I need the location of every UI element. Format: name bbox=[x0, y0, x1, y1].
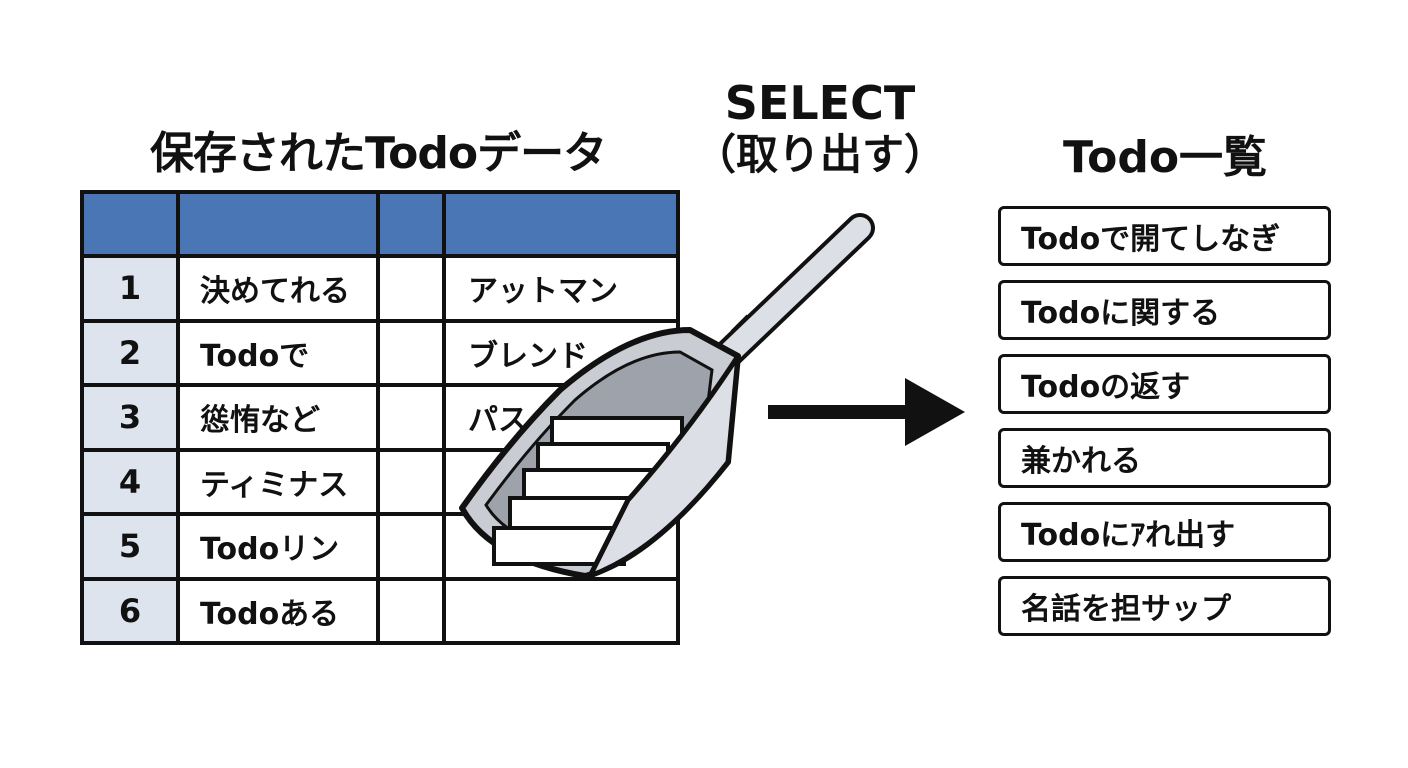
todo-item: Todoの返す bbox=[998, 354, 1331, 414]
list-title: Todo一覧 bbox=[1062, 132, 1268, 183]
table-cell: Todoで bbox=[180, 322, 376, 383]
table-header-cell bbox=[446, 194, 676, 254]
todo-item: Todoにｱれ出す bbox=[998, 502, 1331, 562]
arrow-right-icon bbox=[768, 378, 965, 446]
table-cell bbox=[380, 580, 442, 641]
table-title: 保存されたTodoデータ bbox=[150, 128, 607, 179]
table-cell: ティミナス bbox=[180, 451, 376, 512]
table-cell bbox=[380, 516, 442, 577]
table-cell: アットマン bbox=[446, 258, 676, 319]
table-cell: Todoある bbox=[180, 580, 376, 641]
select-title: SELECT bbox=[724, 76, 916, 130]
table-cell bbox=[446, 580, 676, 641]
row-number: 5 bbox=[84, 516, 176, 577]
todo-item: Todoに関する bbox=[998, 280, 1331, 340]
table-cell: 決めてれる bbox=[180, 258, 376, 319]
row-number: 3 bbox=[84, 387, 176, 448]
todo-item: 兼かれる bbox=[998, 428, 1331, 488]
todo-item: 名話を担サップ bbox=[998, 576, 1331, 636]
scoop-icon bbox=[459, 213, 875, 579]
table-header-cell bbox=[380, 194, 442, 254]
todo-item: Todoで開てしなぎ bbox=[998, 206, 1331, 266]
row-number: 2 bbox=[84, 322, 176, 383]
select-subtitle: （取り出す） bbox=[693, 130, 946, 179]
todo-list: Todoで開てしなぎ Todoに関する Todoの返す 兼かれる Todoにｱれ… bbox=[998, 206, 1331, 650]
table-cell bbox=[380, 451, 442, 512]
row-number: 4 bbox=[84, 451, 176, 512]
table-header-cell bbox=[180, 194, 376, 254]
table-header-cell bbox=[84, 194, 176, 254]
table-cell: 慫㤢など bbox=[180, 387, 376, 448]
table-cell bbox=[380, 258, 442, 319]
row-number: 1 bbox=[84, 258, 176, 319]
row-number: 6 bbox=[84, 580, 176, 641]
table-cell bbox=[380, 322, 442, 383]
table-cell bbox=[380, 387, 442, 448]
table-cell: Todoリン bbox=[180, 516, 376, 577]
